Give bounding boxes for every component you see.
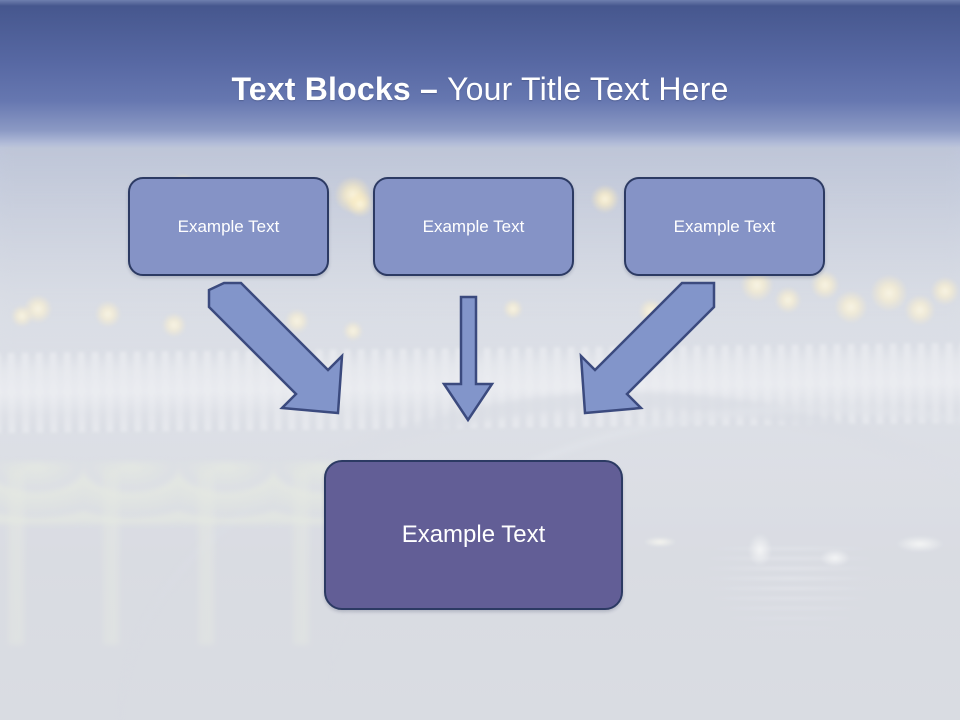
page-title-bold: Text Blocks	[231, 71, 420, 108]
result-text-block-label: Example Text	[401, 521, 546, 548]
text-block-2[interactable]: Example Text	[373, 177, 574, 276]
result-text-block[interactable]: Example Text	[324, 460, 623, 610]
page-title: Text Blocks – Your Title Text Here	[0, 71, 960, 108]
text-block-1[interactable]: Example Text	[128, 177, 329, 276]
page-title-regular: Your Title Text Here	[447, 71, 729, 108]
text-block-3[interactable]: Example Text	[624, 177, 825, 276]
header-band	[0, 0, 960, 148]
text-block-1-label: Example Text	[177, 216, 280, 236]
text-block-3-label: Example Text	[673, 216, 776, 236]
page-title-dash: –	[419, 71, 448, 108]
text-block-2-label: Example Text	[422, 216, 525, 236]
